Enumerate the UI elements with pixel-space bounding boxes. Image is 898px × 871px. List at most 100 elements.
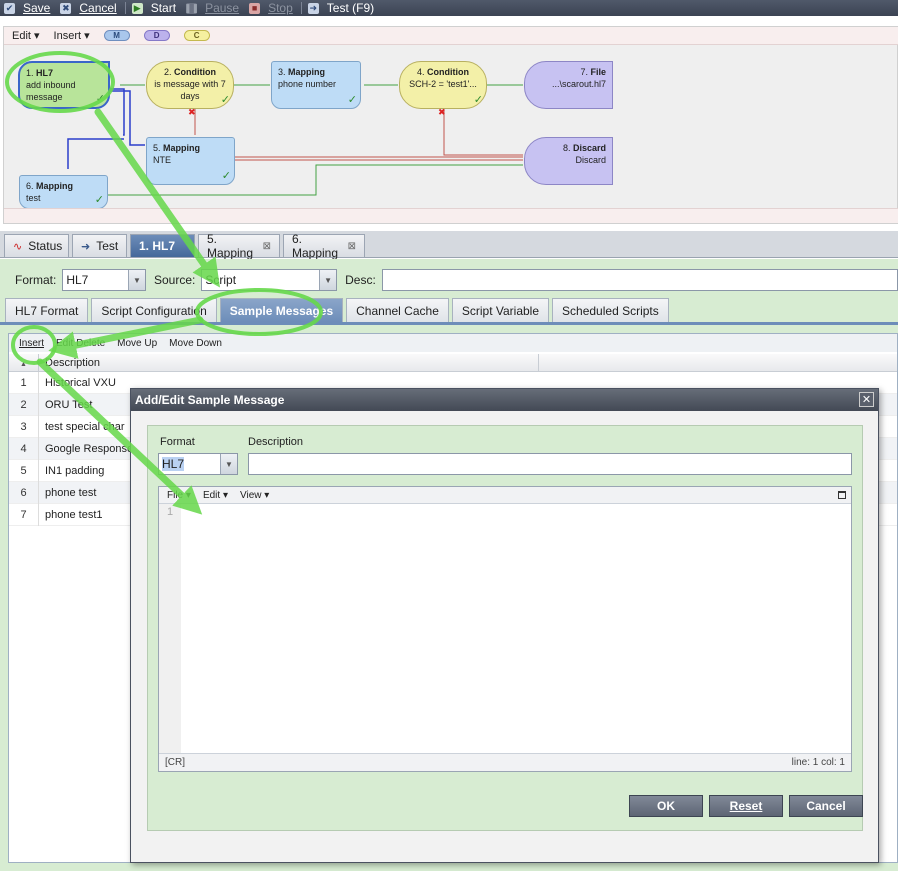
false-branch-icon: ✖	[188, 107, 196, 117]
sort-up-icon[interactable]: ▲	[9, 353, 39, 372]
subtab-sample-messages[interactable]: Sample Messages	[219, 298, 344, 322]
start-button[interactable]: ▶ Start	[128, 0, 182, 16]
dialog-format-select[interactable]: HL7 ▼	[158, 453, 238, 475]
format-value: HL7	[66, 273, 89, 287]
dialog-description-field[interactable]	[248, 453, 852, 475]
node-number: 8.	[562, 143, 571, 153]
editor-view-menu[interactable]: View ▾	[239, 489, 270, 501]
subtab-hl7-format[interactable]: HL7 Format	[5, 298, 89, 322]
line-number: 1	[166, 506, 174, 518]
row-number: 4	[9, 437, 39, 460]
mapping-badge[interactable]: M	[103, 30, 130, 41]
chevron-down-icon: ▼	[220, 454, 237, 474]
description-column-header[interactable]: Description	[39, 353, 539, 372]
node-desc: add inbound	[26, 80, 76, 90]
test-button[interactable]: ➜ Test (F9)	[304, 0, 380, 16]
row-description: Historical VXU	[45, 376, 116, 389]
node-type: Mapping	[36, 181, 74, 191]
delete-button[interactable]: Delete	[76, 337, 106, 349]
node-desc: Discard	[575, 155, 606, 165]
node-condition-4[interactable]: 4. Condition SCH-2 = 'test1'... ✓	[399, 61, 487, 109]
subtab-scheduled-scripts[interactable]: Scheduled Scripts	[552, 298, 669, 322]
node-type: Condition	[427, 67, 470, 77]
tab-hl7[interactable]: 1. HL7	[130, 234, 195, 258]
node-mapping-5[interactable]: 5. Mapping NTE ✓	[146, 137, 235, 185]
node-desc: message	[26, 92, 63, 102]
subtab-script-configuration[interactable]: Script Configuration	[91, 298, 217, 322]
row-number: 7	[9, 503, 39, 526]
close-icon[interactable]: ⊠	[262, 240, 271, 252]
save-label: Save	[23, 1, 51, 15]
close-icon[interactable]: ⊠	[347, 240, 356, 252]
tab-status[interactable]: ∿ Status	[4, 234, 69, 258]
node-discard-8[interactable]: 8. Discard Discard	[524, 137, 613, 185]
insert-button[interactable]: Insert	[19, 337, 45, 349]
node-title: 4. Condition	[406, 66, 480, 78]
edit-button[interactable]: Edit	[56, 337, 74, 349]
chevron-down-icon: ▼	[319, 270, 337, 290]
desc-field[interactable]	[381, 269, 898, 291]
maximize-icon[interactable]	[838, 491, 846, 499]
pulse-icon: ∿	[13, 240, 23, 253]
diagram-edit-menu[interactable]: Edit ▾	[12, 30, 40, 42]
diagram-insert-label: Insert	[53, 30, 82, 42]
editor-view-label: View	[239, 489, 262, 501]
check-icon: ✓	[347, 94, 357, 106]
cursor-position: line: 1 col: 1	[791, 757, 845, 768]
channel-diagram: Edit ▾ Insert ▾ M D C 1. HL7 add inbound	[3, 26, 898, 224]
subtab-channel-cache[interactable]: Channel Cache	[346, 298, 449, 322]
editor-tabbar: ∿ Status ➜ Test 1. HL7 5. Mapping ⊠ 6. M…	[0, 231, 898, 260]
editor-edit-menu[interactable]: Edit ▾	[202, 489, 228, 501]
diagram-insert-menu[interactable]: Insert ▾	[53, 30, 90, 42]
dialog-titlebar[interactable]: Add/Edit Sample Message ✕	[131, 389, 878, 411]
test-label: Test (F9)	[326, 1, 375, 15]
node-number: 7.	[580, 67, 588, 77]
format-select[interactable]: HL7 ▼	[62, 269, 146, 291]
node-hl7-inbound[interactable]: 1. HL7 add inbound message ✓	[18, 61, 110, 109]
subtab-script-variable[interactable]: Script Variable	[451, 298, 550, 322]
node-number: 5.	[153, 143, 161, 153]
diagram-connectors	[67, 84, 523, 196]
move-down-button[interactable]: Move Down	[169, 337, 222, 349]
tab-mapping-6[interactable]: 6. Mapping ⊠	[283, 232, 365, 260]
dialog-format-label: Format	[160, 436, 195, 448]
editor-file-label: File	[167, 489, 184, 501]
subtab-label: Scheduled Scripts	[562, 303, 659, 318]
pause-button[interactable]: ❚❚ Pause	[182, 0, 245, 16]
node-number: 1.	[26, 68, 34, 78]
source-select[interactable]: Script ▼	[201, 269, 338, 291]
stop-label: Stop	[268, 1, 293, 15]
editor-menu: File ▾ Edit ▾ View ▾	[159, 487, 851, 504]
node-file-7[interactable]: 7. File ...\scarout.hl7	[524, 61, 613, 109]
subtab-label: Sample Messages	[229, 303, 334, 318]
node-desc: is message with 7	[154, 79, 226, 89]
ok-button[interactable]: OK	[629, 795, 703, 817]
tab-mapping-5[interactable]: 5. Mapping ⊠	[198, 232, 280, 260]
cancel-dialog-button[interactable]: Cancel	[789, 795, 863, 817]
node-desc: days	[180, 91, 200, 101]
stop-button[interactable]: ■ Stop	[245, 0, 299, 16]
move-up-button[interactable]: Move Up	[117, 337, 158, 349]
close-icon[interactable]: ✕	[859, 392, 874, 407]
cancel-button[interactable]: ✖ Cancel	[56, 0, 122, 16]
save-button[interactable]: ✔ Save	[0, 0, 56, 16]
false-branch-icon: ✖	[438, 107, 446, 117]
tab-label: 5. Mapping	[207, 232, 254, 260]
dialog-title: Add/Edit Sample Message	[135, 393, 285, 407]
node-mapping-3[interactable]: 3. Mapping phone number ✓	[271, 61, 361, 109]
destination-badge[interactable]: D	[143, 30, 170, 41]
start-label: Start	[150, 1, 177, 15]
node-condition-2[interactable]: 2. Condition is message with 7 days ✓	[146, 61, 234, 109]
hl7-subtabs: HL7 Format Script Configuration Sample M…	[0, 298, 898, 325]
node-title: 6. Mapping	[26, 180, 101, 192]
node-mapping-6[interactable]: 6. Mapping test ✓	[19, 175, 108, 209]
tab-test[interactable]: ➜ Test	[72, 234, 127, 258]
node-title: 7. File	[531, 66, 606, 78]
reset-button[interactable]: Reset	[709, 795, 783, 817]
pause-label: Pause	[205, 1, 240, 15]
row-description: IN1 padding	[45, 464, 105, 477]
dialog-body: Format Description HL7 ▼ File ▾ Edit ▾ V…	[147, 425, 863, 831]
editor-file-menu[interactable]: File ▾	[167, 489, 191, 501]
condition-badge[interactable]: C	[183, 30, 210, 41]
message-editor[interactable]: File ▾ Edit ▾ View ▾ 1 [CR] line: 1 col:…	[158, 486, 852, 772]
